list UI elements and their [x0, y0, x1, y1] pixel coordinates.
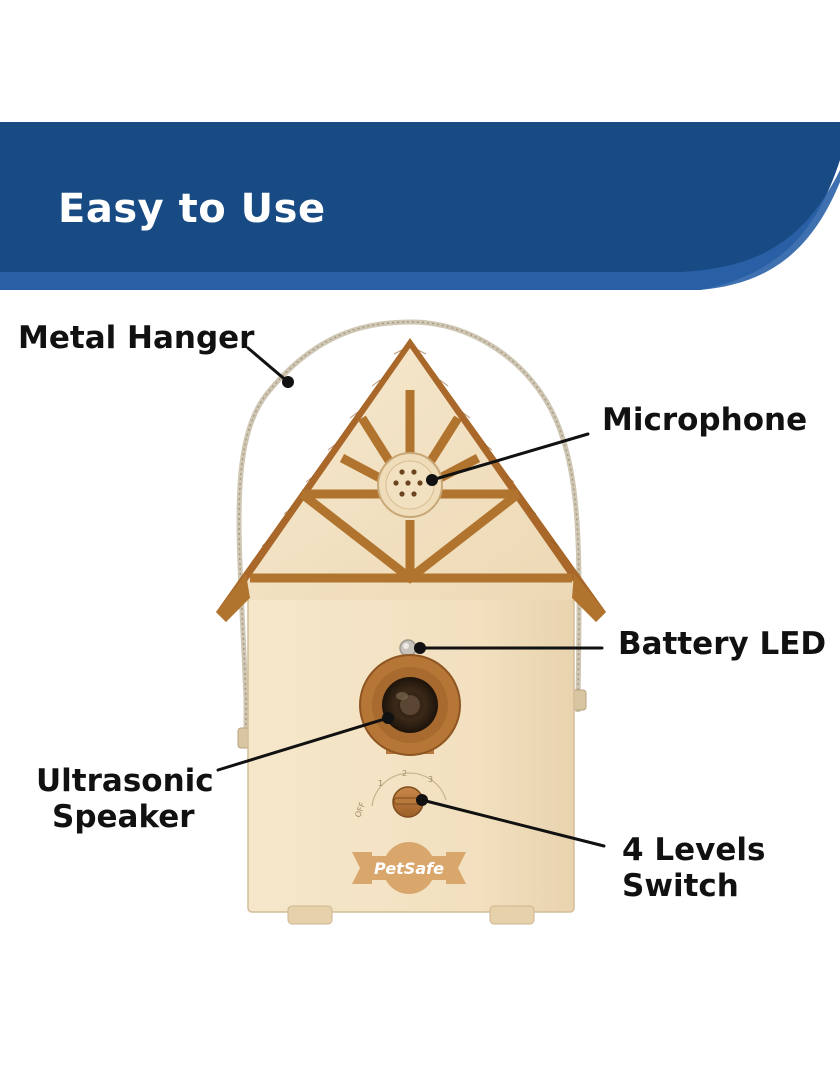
microphone-leader-line — [430, 432, 590, 482]
switch-label-line1: 4 Levels — [622, 832, 766, 868]
levels-switch: OFF 1 2 3 — [353, 769, 447, 819]
petsafe-logo: PetSafe — [352, 842, 466, 894]
callout-lines — [216, 346, 606, 848]
brand-logo-text: PetSafe — [374, 859, 444, 878]
metal-hanger-label: Metal Hanger — [18, 320, 255, 356]
microphone-label: Microphone — [602, 402, 808, 438]
speaker-label-line2: Speaker — [52, 799, 195, 835]
svg-text:1: 1 — [378, 779, 383, 788]
svg-text:3: 3 — [428, 775, 433, 784]
switch-label-line2: Switch — [622, 868, 739, 904]
battery-led-label: Battery LED — [618, 626, 827, 662]
ultrasonic-speaker — [359, 654, 461, 756]
ultrasonic-speaker-label: Ultrasonic Speaker — [36, 763, 214, 835]
callout-dots — [282, 376, 438, 806]
svg-text:2: 2 — [402, 769, 407, 778]
switch-leader-line — [420, 798, 606, 848]
speaker-leader-line — [216, 716, 390, 772]
levels-switch-label: 4 Levels Switch — [622, 832, 765, 904]
microphone — [377, 452, 443, 518]
header-banner — [0, 122, 840, 290]
hanger-leader-line — [246, 346, 290, 384]
battery-led — [399, 639, 417, 657]
speaker-label-line1: Ultrasonic — [36, 763, 214, 799]
banner-title: Easy to Use — [58, 186, 326, 232]
